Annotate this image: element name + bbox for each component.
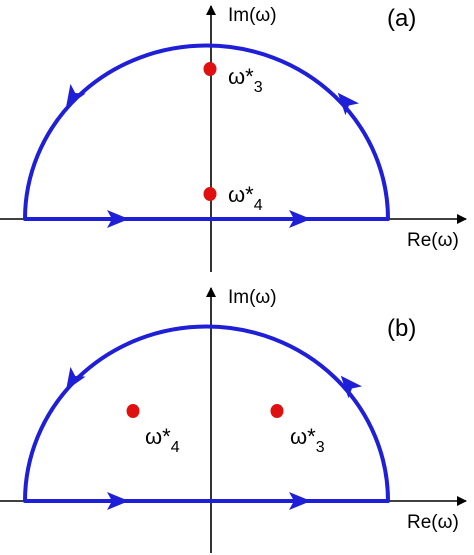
contour-arrow-upper-left-a [66,83,86,108]
panel-label-b: (b) [387,315,416,342]
pole-symbol: ω* [145,424,171,449]
contour-arrow-upper-left-b [66,366,86,391]
contour-b [23,324,390,503]
pole-label-omega4-b: ω*4 [145,424,180,456]
pole-marker-omega4-a [203,187,217,201]
panel-label-a: (a) [387,5,416,32]
contour-arrow-bottom-right-b [289,492,311,510]
pole-label-omega3-a: ω*3 [228,64,263,96]
pole-subscript: 3 [254,79,263,96]
contour-arrow-bottom-right-a [289,210,311,228]
imag-axis-label-b: Im(ω) [228,287,277,308]
pole-subscript: 4 [171,439,180,456]
imag-axis-label-a: Im(ω) [228,5,277,26]
pole-symbol: ω* [290,424,316,449]
pole-label-omega3-b: ω*3 [290,424,325,456]
pole-marker-omega3-a [203,62,217,76]
panel-b: Im(ω) Re(ω) (b) ω*4 ω*3 [0,287,467,553]
real-axis-label-a: Re(ω) [407,230,459,251]
pole-symbol: ω* [228,182,254,207]
contour-arrow-upper-right-a [337,92,360,116]
contour-arrow-bottom-left-b [107,492,129,510]
contour-a [23,43,390,221]
pole-marker-omega4-b [126,404,140,418]
contour-arrow-bottom-left-a [107,210,129,228]
pole-label-omega4-a: ω*4 [228,182,263,214]
real-axis-label-b: Re(ω) [407,512,459,533]
contour-arrow-upper-right-b [340,375,363,399]
panel-a: Im(ω) Re(ω) (a) ω*3 ω*4 [0,5,467,272]
pole-subscript: 3 [316,439,325,456]
pole-subscript: 4 [254,197,263,214]
pole-symbol: ω* [228,64,254,89]
pole-marker-omega3-b [270,404,284,418]
